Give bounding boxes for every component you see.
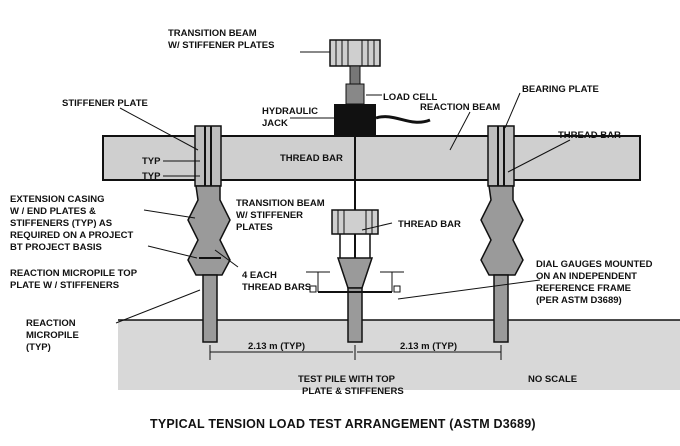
- label-typ-1: TYP: [142, 156, 161, 167]
- label-reaction-micropile: REACTION MICROPILE (TYP): [26, 318, 81, 353]
- label-transition-beam-top: TRANSITION BEAM W/ STIFFENER PLATES: [168, 28, 274, 51]
- label-dim-left: 2.13 m (TYP): [248, 341, 305, 352]
- dial-gauge-left: [309, 285, 317, 293]
- leader-lines: [115, 51, 571, 324]
- label-test-pile: TEST PILE WITH TOP PLATE & STIFFENERS: [298, 374, 404, 397]
- label-extension-casing: EXTENSION CASING W / END PLATES & STIFFE…: [10, 194, 136, 253]
- left-micropile-shaft: [202, 274, 218, 343]
- left-beam-stiffener-plate: [194, 125, 222, 187]
- dial-gauge-right: [393, 285, 401, 293]
- test-pile: [306, 39, 431, 343]
- diagram-title: TYPICAL TENSION LOAD TEST ARRANGEMENT (A…: [150, 417, 536, 431]
- label-reaction-beam: REACTION BEAM: [420, 102, 500, 113]
- right-extension-casing: [480, 185, 524, 276]
- label-reaction-micropile-top: REACTION MICROPILE TOP PLATE W / STIFFEN…: [10, 268, 140, 291]
- hydraulic-jack: [334, 104, 376, 136]
- test-pile-top-plate: [336, 257, 374, 289]
- label-dim-right: 2.13 m (TYP): [400, 341, 457, 352]
- right-reaction-micropile: [480, 125, 524, 343]
- reaction-beam: [102, 135, 641, 181]
- left-extension-casing: [187, 185, 231, 276]
- label-typ-2: TYP: [142, 171, 161, 182]
- label-stiffener-plate: STIFFENER PLATE: [62, 98, 148, 109]
- test-pile-shaft: [347, 287, 363, 343]
- label-hydraulic-jack: HYDRAULIC JACK: [262, 106, 321, 129]
- top-transition-beam: [329, 39, 381, 67]
- label-no-scale: NO SCALE: [528, 374, 577, 385]
- label-dial-gauges: DIAL GAUGES MOUNTED ON AN INDEPENDENT RE…: [536, 259, 655, 306]
- mid-transition-beam: [331, 209, 379, 235]
- label-bearing-plate: BEARING PLATE: [522, 84, 599, 95]
- dimension-lines: [209, 345, 502, 360]
- label-thread-bar-right: THREAD BAR: [558, 130, 621, 141]
- label-four-each-thread-bars: 4 EACH THREAD BARS: [242, 270, 311, 293]
- hydraulic-hose: [375, 115, 431, 124]
- label-load-cell: LOAD CELL: [383, 92, 438, 103]
- label-transition-beam-mid: TRANSITION BEAM W/ STIFFENER PLATES: [236, 198, 327, 233]
- label-thread-bar-mid: THREAD BAR: [398, 219, 461, 230]
- right-micropile-shaft: [493, 274, 509, 343]
- load-cell: [345, 83, 365, 105]
- right-beam-stiffener-plate: [487, 125, 515, 187]
- label-thread-bar-beam: THREAD BAR: [280, 153, 343, 164]
